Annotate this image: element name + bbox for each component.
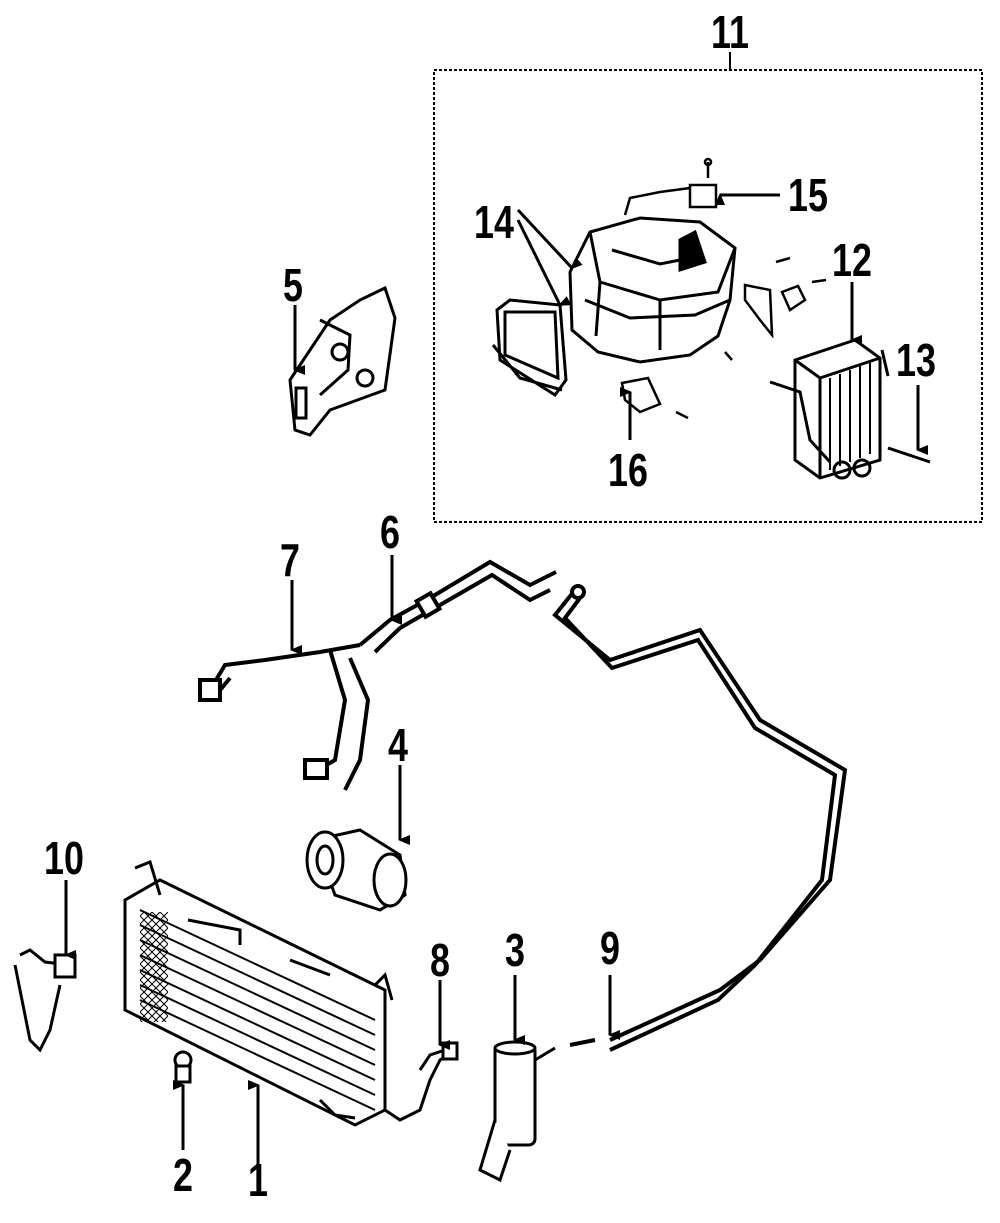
liquid-line-part — [552, 584, 848, 1052]
switch-part — [623, 157, 718, 216]
callout-1: 1 — [248, 1154, 268, 1206]
condenser-part — [123, 859, 456, 1127]
evaporator-assembly-box — [433, 52, 983, 523]
callout-10: 10 — [44, 832, 84, 884]
evaporator-core-part — [769, 338, 890, 480]
compressor-part — [305, 828, 408, 912]
callout-2: 2 — [173, 1149, 193, 1201]
receiver-drier-part — [478, 1040, 556, 1183]
callout-11: 11 — [711, 6, 749, 58]
callout-3: 3 — [505, 924, 525, 976]
callout-4: 4 — [388, 719, 408, 771]
callout-7: 7 — [280, 534, 300, 586]
plug-part — [173, 1050, 193, 1084]
leader-arrows — [64, 193, 928, 1190]
blower-case-part — [568, 216, 737, 364]
callout-16: 16 — [608, 444, 648, 496]
callout-6: 6 — [380, 506, 400, 558]
suction-discharge-hose-part — [198, 559, 557, 791]
callout-15: 15 — [788, 169, 828, 221]
thermistor-part — [887, 446, 931, 464]
compressor-bracket-part — [288, 285, 397, 437]
callout-9: 9 — [600, 922, 620, 974]
hose-10-part — [13, 948, 77, 1053]
callout-13: 13 — [896, 334, 936, 386]
callout-14: 14 — [474, 196, 514, 248]
callout-5: 5 — [283, 259, 303, 311]
callout-8: 8 — [430, 934, 450, 986]
gasket-part — [491, 298, 568, 398]
callout-12: 12 — [832, 234, 872, 286]
